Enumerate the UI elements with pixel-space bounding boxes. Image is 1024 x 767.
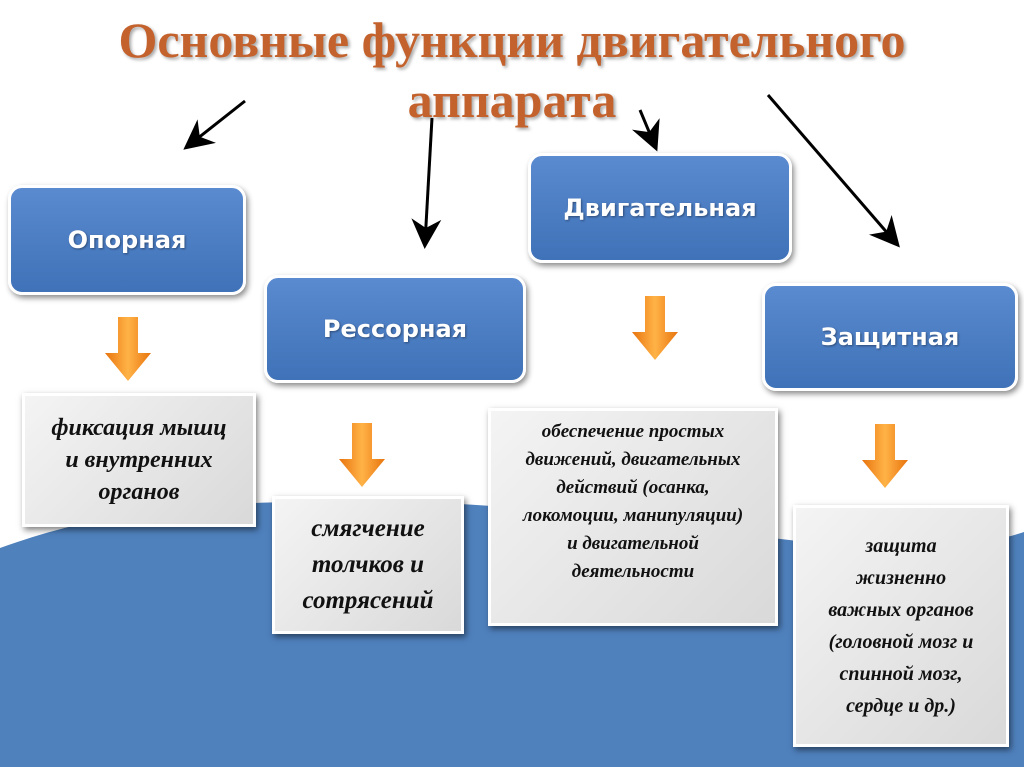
function-box-ressornaya: Рессорная [264, 275, 526, 383]
connector-arrows [183, 94, 900, 249]
arrow-to-ressornaya [411, 117, 442, 249]
down-arrow-icon [339, 423, 385, 487]
function-box-dvigatelnaya: Двигательная [528, 153, 792, 263]
page-title-line2: аппарата [407, 72, 617, 128]
arrow-to-dvigatelnaya [631, 109, 660, 152]
down-arrow-icon [105, 317, 151, 381]
description-zashchitnaya: защита жизненно важных органов (головной… [793, 505, 1009, 747]
arrow-to-zashchitnaya [766, 94, 900, 248]
down-arrow-icon [632, 296, 678, 360]
down-arrow-icon [862, 424, 908, 488]
function-box-opornaya: Опорная [8, 185, 246, 295]
description-opornaya: фиксация мышц и внутренних органов [22, 393, 256, 527]
description-dvigatelnaya: обеспечение простых движений, двигательн… [488, 408, 778, 626]
description-ressornaya: смягчение толчков и сотрясений [272, 496, 464, 634]
page-title-line1: Основные функции двигательного [118, 12, 906, 68]
arrow-to-opornaya [183, 99, 246, 150]
function-box-zashchitnaya: Защитная [762, 283, 1018, 391]
